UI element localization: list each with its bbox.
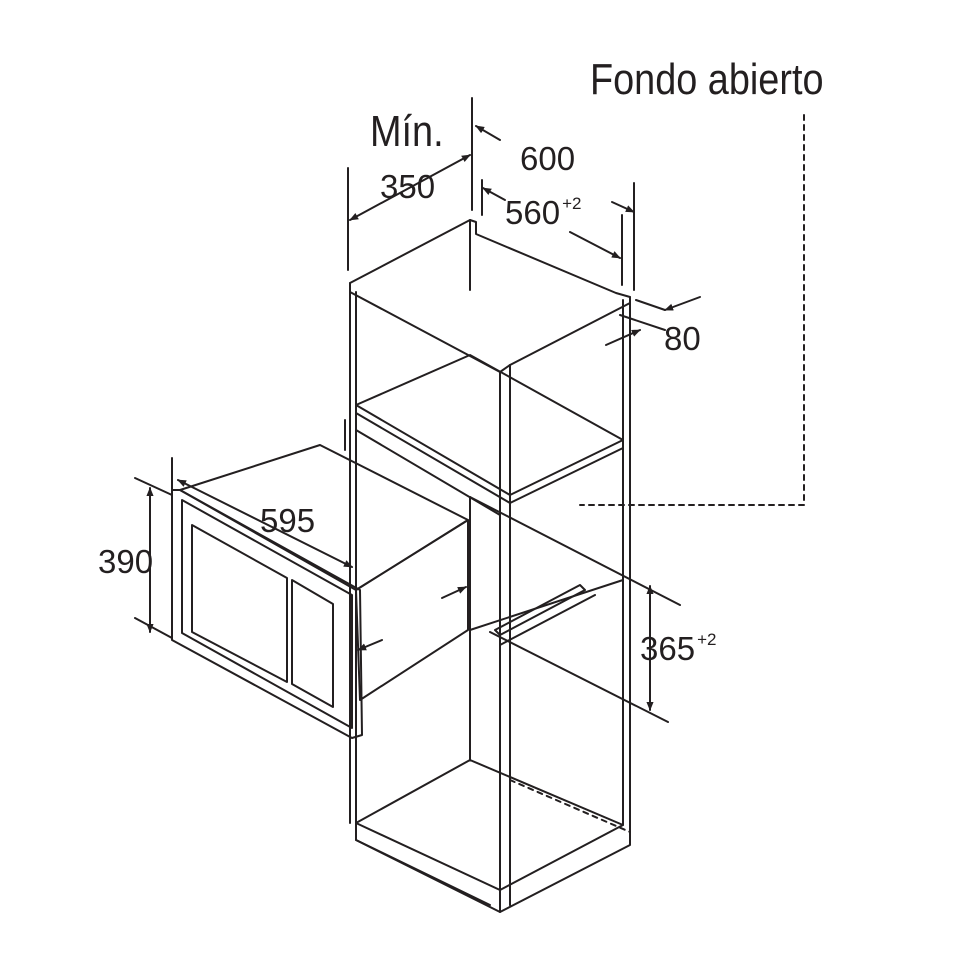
dim-back-gap-arrow-bottom	[605, 329, 641, 346]
microwave-right-side	[355, 519, 469, 701]
dim-inner-depth-arrow-left	[482, 187, 506, 201]
microwave-depth-arrow-right	[441, 586, 467, 599]
plinth-edge	[355, 839, 491, 906]
niche-height-tolerance: +2	[697, 630, 717, 649]
upper-shelf-thickness	[355, 404, 624, 504]
min-depth-value: 350	[380, 168, 436, 205]
dim-inner-depth-arrow-right	[569, 231, 621, 259]
cabinet-depth-value: 600	[520, 140, 576, 177]
dim-min-depth-arrow	[349, 154, 471, 221]
dim-niche-height-ext-bottom	[489, 631, 669, 723]
dim-cabinet-depth-arrow-right	[611, 201, 635, 213]
inner-depth-tolerance: +2	[562, 194, 582, 213]
inner-depth-value: 560	[505, 194, 561, 231]
dim-appliance-width-arrow	[177, 479, 353, 568]
dim-back-gap-line	[635, 299, 666, 311]
cabinet-outline	[349, 219, 631, 913]
dim-back-gap-arrow-top	[664, 296, 701, 311]
appliance-height-value: 390	[98, 543, 154, 580]
appliance-width-value: 595	[260, 502, 316, 539]
microwave-appliance	[171, 444, 469, 739]
niche-height-label: 365+2	[640, 630, 717, 667]
niche-back-shelf-edge	[469, 579, 624, 631]
dim-back-gap-line-2	[619, 314, 666, 331]
microwave-depth-arrow-left	[357, 639, 383, 651]
niche-height-value: 365	[640, 630, 696, 667]
hidden-edges	[509, 779, 631, 906]
upper-shelf	[355, 354, 624, 496]
open-back-leader	[579, 114, 805, 506]
dim-appliance-height-ext-top	[134, 477, 173, 496]
minimum-label: Mín.	[370, 107, 444, 156]
microwave-control-panel	[291, 579, 334, 708]
bottom-shelf	[355, 759, 624, 891]
microwave-top	[179, 444, 469, 591]
back-gap-value: 80	[664, 320, 701, 357]
mounting-rail	[494, 584, 586, 636]
dim-niche-height-ext-top	[469, 496, 681, 606]
plinth	[355, 822, 631, 913]
open-back-label: Fondo abierto	[590, 55, 824, 104]
inner-depth-label: 560+2	[505, 194, 582, 231]
dim-appliance-height-ext-bottom	[134, 617, 173, 639]
dim-cabinet-depth-arrow-left	[475, 125, 501, 141]
cabinet-top-panel	[349, 219, 631, 373]
